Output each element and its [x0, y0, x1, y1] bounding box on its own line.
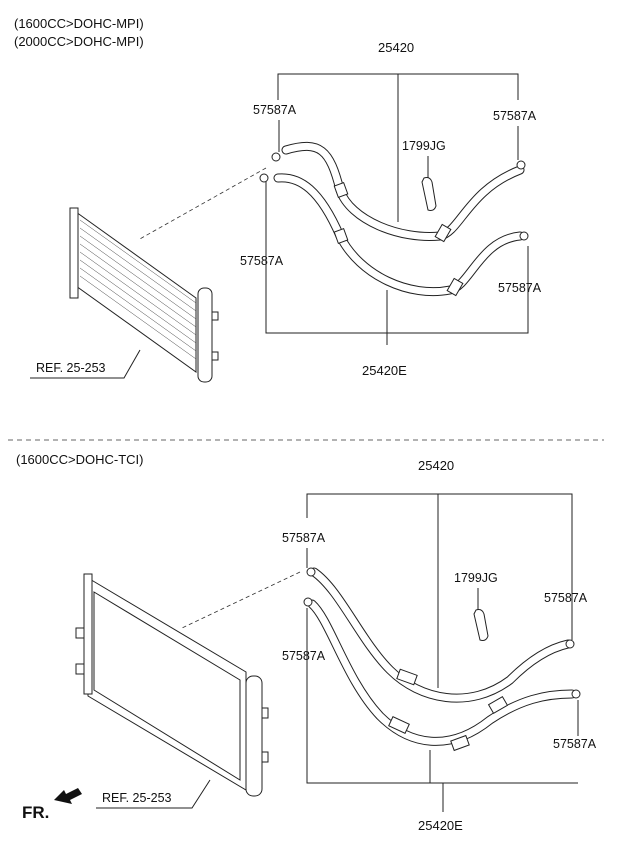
variant-label-2000-mpi: (2000CC>DOHC-MPI) [14, 34, 144, 49]
front-arrow-icon [54, 788, 82, 804]
leader-ref [30, 349, 141, 379]
clamp-icon [516, 160, 526, 170]
part-number-25420e: 25420E [362, 363, 407, 378]
projection-line [181, 571, 301, 629]
reference-label[interactable]: REF. 25-253 [102, 791, 172, 805]
part-number-25420e: 25420E [418, 818, 463, 833]
clamp-icon [259, 173, 269, 183]
projection-line [137, 167, 267, 241]
part-number-1799jg: 1799JG [402, 139, 446, 153]
clamp-label-bottom-right: 57587A [553, 737, 597, 751]
clamp-label-top-left: 57587A [282, 531, 326, 545]
section-mpi: (1600CC>DOHC-MPI) (2000CC>DOHC-MPI) 2542… [14, 16, 542, 383]
clamp-label-bottom-left: 57587A [282, 649, 326, 663]
front-direction-label: FR. [22, 803, 49, 822]
hose-bracket [473, 609, 489, 641]
condenser-icon [69, 207, 219, 383]
clamp-icon [565, 639, 575, 649]
clamp-icon [519, 231, 529, 241]
part-number-25420: 25420 [418, 458, 454, 473]
leader-25420 [306, 493, 573, 640]
leader-25420e [265, 178, 529, 334]
part-number-1799jg: 1799JG [454, 571, 498, 585]
clamp-label-top-right: 57587A [493, 109, 537, 123]
variant-label-1600-tci: (1600CC>DOHC-TCI) [16, 452, 144, 467]
clamp-label-top-right: 57587A [544, 591, 588, 605]
clamp-icon [303, 597, 313, 607]
clamp-icon [306, 567, 316, 577]
variant-label-1600-mpi: (1600CC>DOHC-MPI) [14, 16, 144, 31]
clamp-label-bottom-left: 57587A [240, 254, 284, 268]
leader-25420e [306, 608, 578, 784]
section-tci: (1600CC>DOHC-TCI) 25420 57587A 57587A 57… [16, 452, 597, 833]
leader-ref [96, 779, 211, 809]
reference-label[interactable]: REF. 25-253 [36, 361, 106, 375]
clamp-label-bottom-right: 57587A [498, 281, 542, 295]
clamp-label-top-left: 57587A [253, 103, 297, 117]
hose-bracket [421, 177, 437, 211]
clamp-icon [571, 689, 581, 699]
condenser-icon [75, 573, 269, 797]
part-number-25420: 25420 [378, 40, 414, 55]
clamp-icon [271, 152, 281, 162]
